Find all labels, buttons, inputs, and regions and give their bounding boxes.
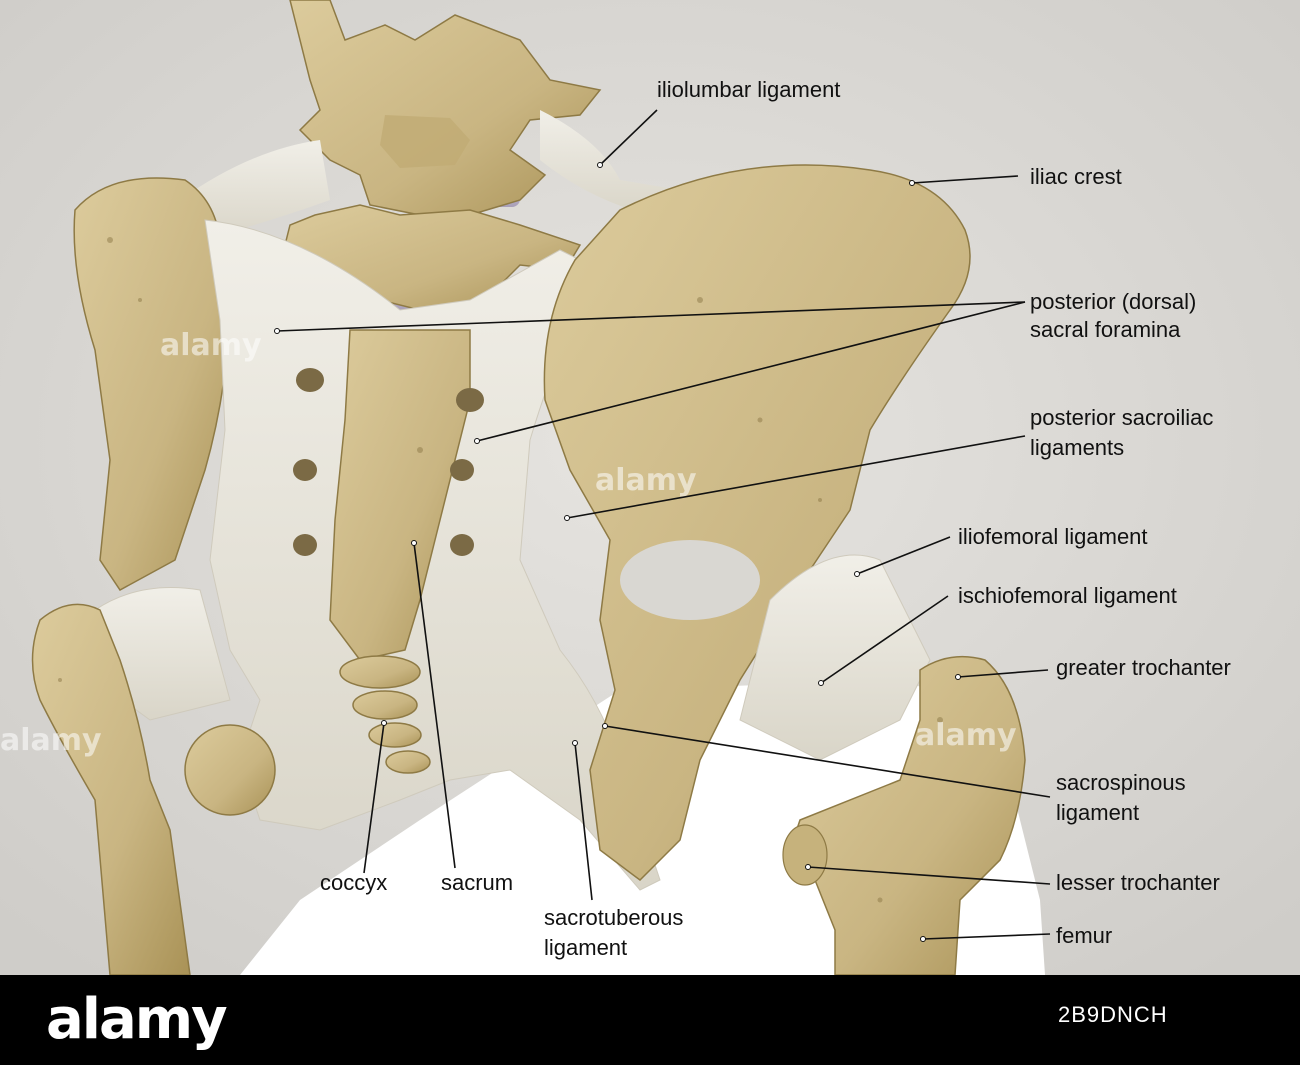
label-sacrotuberous-line2: ligament — [544, 935, 628, 960]
svg-text:alamy: alamy — [595, 463, 697, 498]
label-post-sacroiliac-line1: posterior sacroiliac — [1030, 405, 1214, 430]
label-iliac-crest: iliac crest — [1030, 164, 1122, 189]
leader-femur — [922, 933, 1051, 940]
pelvis-illustration: alamy alamy alamy alamy — [0, 0, 1300, 975]
label-sacrum: sacrum — [441, 870, 514, 895]
leader-sacrospinous — [604, 725, 1051, 798]
label-iliofemoral-ligament: iliofemoral ligament — [958, 524, 1148, 549]
label-sacrotuberous-line1: sacrotuberous — [544, 905, 684, 930]
left-femur — [31, 603, 191, 975]
obturator-window — [620, 540, 760, 620]
sacral-foramina — [293, 368, 484, 556]
brand-logo: alamy — [46, 987, 228, 1052]
leader-sacrotuberous — [574, 742, 593, 901]
image-code: 2B9DNCH — [1058, 1002, 1168, 1027]
leader-endpoints — [274, 162, 961, 942]
watermark: alamy alamy alamy alamy — [0, 328, 1017, 758]
leader-lines — [276, 109, 1051, 940]
lesser-trochanter-shape — [782, 824, 828, 886]
leader-coccyx — [363, 722, 385, 874]
label-sacrospinous-line2: ligament — [1056, 800, 1140, 825]
label-sacrospinous-line1: sacrospinous — [1056, 770, 1186, 795]
leader-post-sacroiliac — [566, 435, 1026, 519]
hip-capsule-right — [739, 554, 931, 761]
left-femoral-head — [184, 724, 276, 816]
sacrum-bone — [329, 329, 471, 661]
leader-lesser-trochanter — [807, 866, 1051, 885]
label-femur: femur — [1056, 923, 1113, 948]
label-greater-trochanter: greater trochanter — [1056, 655, 1231, 680]
leader-iliofemoral — [856, 536, 951, 575]
label-foramina-line1: posterior (dorsal) — [1030, 289, 1197, 314]
leader-greater-trochanter — [957, 669, 1049, 678]
footer-bar: alamy 2B9DNCH — [0, 975, 1300, 1065]
leader-foramina-b — [476, 301, 1026, 442]
label-iliolumbar-ligament: iliolumbar ligament — [657, 77, 841, 102]
svg-text:alamy: alamy — [160, 328, 262, 363]
leader-iliolumbar — [599, 109, 658, 166]
svg-text:alamy: alamy — [0, 723, 102, 758]
label-lesser-trochanter: lesser trochanter — [1056, 870, 1220, 895]
label-post-sacroiliac-line2: ligaments — [1030, 435, 1125, 460]
leader-iliac-crest — [911, 175, 1019, 184]
svg-text:alamy: alamy — [915, 718, 1017, 753]
bone-texture — [58, 237, 943, 903]
iliolumbar-ligament-left — [180, 140, 330, 240]
right-femur — [789, 655, 1026, 975]
coccyx-bone — [339, 655, 431, 774]
label-foramina-line2: sacral foramina — [1030, 317, 1181, 342]
leader-sacrum — [413, 542, 456, 869]
label-coccyx: coccyx — [320, 870, 388, 895]
label-ischiofemoral-ligament: ischiofemoral ligament — [958, 583, 1177, 608]
leader-ischiofemoral — [820, 595, 949, 684]
iliolumbar-ligament-right — [540, 110, 680, 215]
leader-foramina-a — [276, 301, 1026, 332]
